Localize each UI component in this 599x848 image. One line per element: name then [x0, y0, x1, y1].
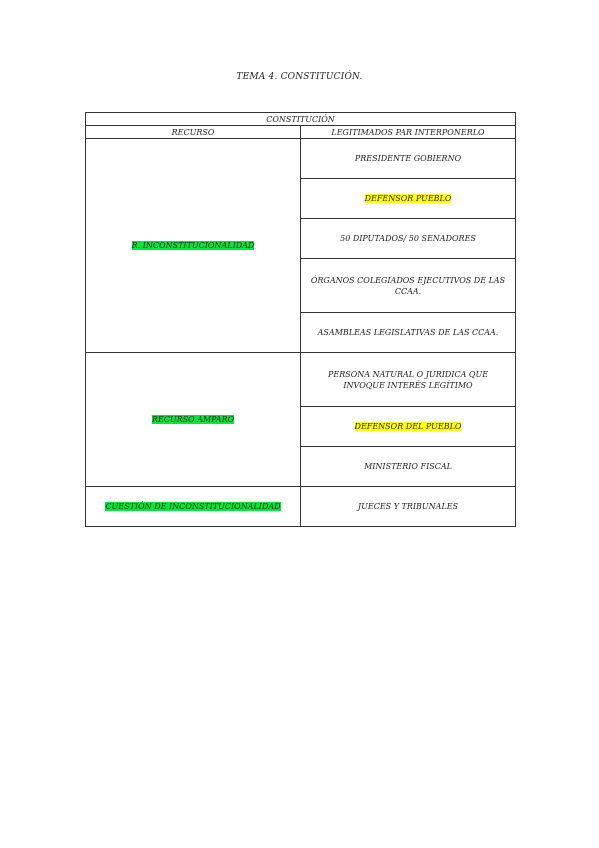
- legitimado-cell: DEFENSOR DEL PUEBLO: [299, 406, 517, 447]
- table-row: 50 DIPUTADOS/ 50 SENADORES: [86, 218, 517, 259]
- recurso-cell: CUESTIÓN DE INCONSTITUCIONALIDAD: [85, 486, 301, 527]
- table-row: R. INCONSTITUCIONALIDAD PRESIDENTE GOBIE…: [85, 138, 517, 353]
- table-row: ÓRGANOS COLEGIADOS EJECUTIVOS DE LAS CCA…: [86, 258, 517, 313]
- header-recurso: RECURSO: [85, 125, 301, 139]
- header-legitimados: LEGITIMADOS PAR INTERPONERLO: [299, 125, 517, 139]
- legitimado-cell: MINISTERIO FISCAL: [299, 446, 517, 487]
- legitimado-label: ASAMBLEAS LEGISLATIVAS DE LAS CCAA.: [317, 328, 499, 337]
- legitimado-cell: PRESIDENTE GOBIERNO: [299, 138, 517, 179]
- recurso-cell: RECURSO AMPARO: [85, 352, 301, 487]
- legitimado-cell: ASAMBLEAS LEGISLATIVAS DE LAS CCAA.: [299, 312, 517, 353]
- legitimado-label: PERSONA NATURAL O JURIDICA QUE INVOQUE I…: [327, 369, 489, 390]
- table-caption: CONSTITUCIÓN: [84, 112, 517, 126]
- legitimado-label: DEFENSOR PUEBLO: [364, 194, 452, 203]
- table-row: DEFENSOR PUEBLO: [86, 178, 517, 219]
- table-row: ASAMBLEAS LEGISLATIVAS DE LAS CCAA.: [86, 312, 517, 353]
- legitimado-label: ÓRGANOS COLEGIADOS EJECUTIVOS DE LAS CCA…: [310, 275, 506, 296]
- legitimado-label: PRESIDENTE GOBIERNO: [354, 154, 462, 163]
- legitimado-cell: 50 DIPUTADOS/ 50 SENADORES: [299, 218, 517, 259]
- legitimado-label: MINISTERIO FISCAL: [364, 462, 452, 471]
- legitimation-table: CONSTITUCIÓN RECURSO LEGITIMADOS PAR INT…: [84, 112, 517, 527]
- recurso-label: CUESTIÓN DE INCONSTITUCIONALIDAD: [105, 502, 281, 511]
- recurso-cell: R. INCONSTITUCIONALIDAD: [85, 138, 301, 353]
- legitimado-cell: JUECES Y TRIBUNALES: [299, 486, 517, 527]
- legitimado-label: JUECES Y TRIBUNALES: [357, 502, 459, 511]
- recurso-label: RECURSO AMPARO: [151, 415, 235, 424]
- table-row: CUESTIÓN DE INCONSTITUCIONALIDAD JUECES …: [85, 486, 517, 527]
- recurso-label: R. INCONSTITUCIONALIDAD: [131, 241, 255, 250]
- legitimado-cell: PERSONA NATURAL O JURIDICA QUE INVOQUE I…: [299, 352, 517, 407]
- table-header-row: RECURSO LEGITIMADOS PAR INTERPONERLO: [85, 125, 517, 139]
- table-row: MINISTERIO FISCAL: [86, 446, 517, 487]
- legitimado-cell: DEFENSOR PUEBLO: [299, 178, 517, 219]
- page-title: TEMA 4. CONSTITUCIÓN.: [236, 72, 363, 82]
- legitimado-label: DEFENSOR DEL PUEBLO: [354, 422, 462, 431]
- table-caption-row: CONSTITUCIÓN: [84, 112, 517, 126]
- table-row: RECURSO AMPARO PERSONA NATURAL O JURIDIC…: [85, 352, 517, 487]
- legitimado-cell: ÓRGANOS COLEGIADOS EJECUTIVOS DE LAS CCA…: [299, 258, 517, 313]
- legitimado-label: 50 DIPUTADOS/ 50 SENADORES: [340, 234, 476, 243]
